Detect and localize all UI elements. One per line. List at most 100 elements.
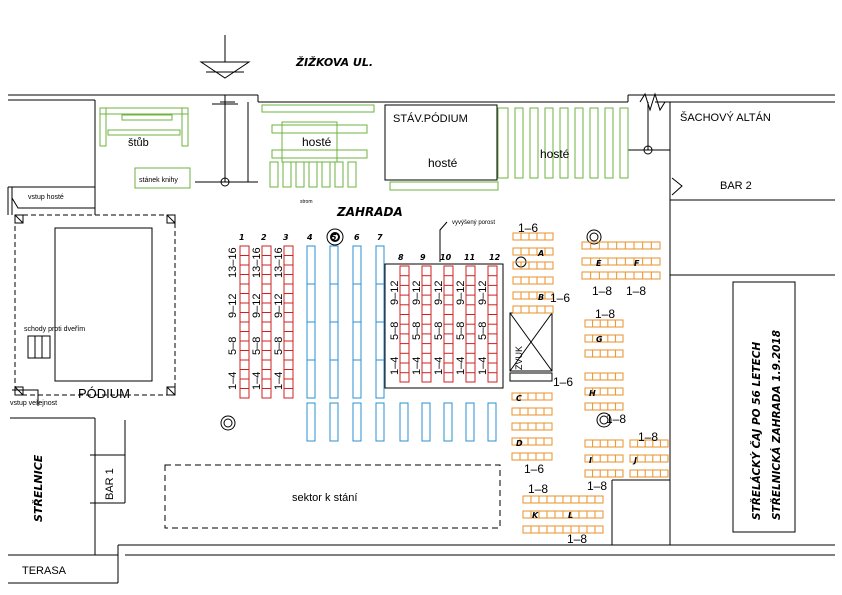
schody-label: schody proti dveřím <box>24 326 85 333</box>
seat-range: 13–16 <box>227 247 239 278</box>
table-bench <box>511 452 553 461</box>
stanek-knihy-label: stánek knihy <box>139 177 178 184</box>
table-letter-c: C <box>516 394 522 403</box>
table-bench <box>512 291 554 300</box>
row-number: 11 <box>464 253 475 262</box>
table-range-g: 1–8 <box>595 307 615 321</box>
seat-range: 9–12 <box>251 294 263 318</box>
seat-range: 9–12 <box>455 281 467 305</box>
table-bench <box>584 334 624 343</box>
table-bench <box>629 469 669 478</box>
row-number: 8 <box>398 253 404 262</box>
red-row-seat-ticks <box>240 255 497 389</box>
row-number: 10 <box>440 253 452 262</box>
table-range-b: 1–6 <box>550 291 570 305</box>
vertical-title-2: STŘELNICKÁ ZAHRADA 1.9.2018 <box>769 330 783 520</box>
table-bench <box>512 261 554 270</box>
table-range-a: 1–6 <box>518 221 538 235</box>
bar2-bracket-icon <box>671 177 683 196</box>
seat-range: 13–16 <box>273 247 285 278</box>
seat-range: 9–12 <box>477 281 489 305</box>
seat-range: 5–8 <box>411 322 423 340</box>
post-icon <box>220 177 230 187</box>
strom-label: strom <box>300 199 313 205</box>
entrance-arrow-icon <box>199 35 251 79</box>
table-letter-h: H <box>589 389 596 398</box>
table-bench <box>511 437 553 446</box>
table-range-j: 1–8 <box>638 430 658 444</box>
table-range-f: 1–8 <box>626 284 646 298</box>
table-letter-l: L <box>568 511 573 520</box>
table-bench <box>584 469 624 478</box>
table-bench <box>584 319 624 328</box>
table-bench <box>512 305 554 314</box>
seat-range: 5–8 <box>389 322 401 340</box>
table-letter-g: G <box>596 335 603 344</box>
seat-range: 1–4 <box>389 357 401 375</box>
table-letter-a: A <box>537 249 544 258</box>
row-number: 12 <box>489 253 501 262</box>
table-bench <box>584 349 624 358</box>
seat-range: 1–4 <box>477 357 489 375</box>
table-bench <box>629 454 669 463</box>
strelnice-label: STŘELNICE <box>31 454 45 522</box>
table-bench <box>512 232 554 241</box>
podium-area <box>11 197 176 406</box>
table-bench <box>584 454 624 463</box>
seat-range: 5–8 <box>433 322 445 340</box>
title-box <box>732 281 796 533</box>
seat-range: 5–8 <box>273 337 285 355</box>
seat-range: 1–4 <box>273 372 285 390</box>
seat-range-labels-left: 1–4 5–8 9–12 13–16 1–4 5–8 9–12 13–16 1–… <box>227 247 285 390</box>
podium-label: PÓDIUM <box>78 386 130 401</box>
fence-symbol-icon <box>639 92 666 112</box>
table-labels: A B C D E F G H I J K L 1–6 1–6 1–6 1–6 … <box>516 221 658 546</box>
table-letter-k: K <box>532 511 539 520</box>
seat-range: 1–4 <box>251 372 263 390</box>
seat-range: 9–12 <box>411 281 423 305</box>
table-range-i: 1–8 <box>587 479 607 493</box>
table-bench <box>581 241 661 250</box>
zahrada-label: ZAHRADA <box>336 205 403 219</box>
table-range-d: 1–6 <box>524 462 544 476</box>
seat-range: 5–8 <box>455 322 467 340</box>
terasa-label: TERASA <box>22 565 67 577</box>
table-letter-i: I <box>589 456 592 465</box>
seat-range: 1–4 <box>455 357 467 375</box>
sektor-label: sektor k stání <box>292 492 357 504</box>
row-number: 2 <box>261 233 267 242</box>
seat-range: 1–4 <box>411 357 423 375</box>
seat-range: 9–12 <box>433 281 445 305</box>
walls <box>7 94 835 584</box>
seat-range: 13–16 <box>251 247 263 278</box>
table-range-e: 1–8 <box>592 284 612 298</box>
table-bench <box>584 439 624 448</box>
seat-range: 5–8 <box>477 322 489 340</box>
row-number: 3 <box>283 233 289 242</box>
stub-label: štůb <box>128 137 149 149</box>
vertical-title-1: STŘELÁCKÝ ČAJ PO 56 LETECH <box>749 342 763 520</box>
bar2-label: BAR 2 <box>720 180 752 192</box>
blue-rows <box>306 245 497 442</box>
guests-area-top <box>99 104 629 191</box>
orange-tables <box>511 232 669 534</box>
table-bench <box>581 257 661 266</box>
table-bench <box>512 247 554 256</box>
row-number: 1 <box>239 233 245 242</box>
table-letter-j: J <box>632 456 637 465</box>
vstup-hoste-label: vstup hosté <box>28 194 64 201</box>
raised-platform <box>384 263 504 389</box>
table-bench <box>629 439 669 448</box>
table-bench <box>584 387 624 396</box>
row-number: 6 <box>354 233 360 242</box>
zvuk-label: ZVUK <box>514 346 524 370</box>
sachovy-altan-label: ŠACHOVÝ ALTÁN <box>680 111 771 124</box>
table-range-c: 1–6 <box>553 375 573 389</box>
vyvyseny-porost-label: vyvýšený porost <box>452 220 495 226</box>
seat-range: 5–8 <box>251 337 263 355</box>
table-bench <box>511 392 553 401</box>
hoste-left-label: hosté <box>302 135 332 149</box>
row-numbers: 1 2 3 4 5 6 7 8 9 10 11 12 <box>239 233 501 262</box>
table-letter-d: D <box>516 439 523 448</box>
